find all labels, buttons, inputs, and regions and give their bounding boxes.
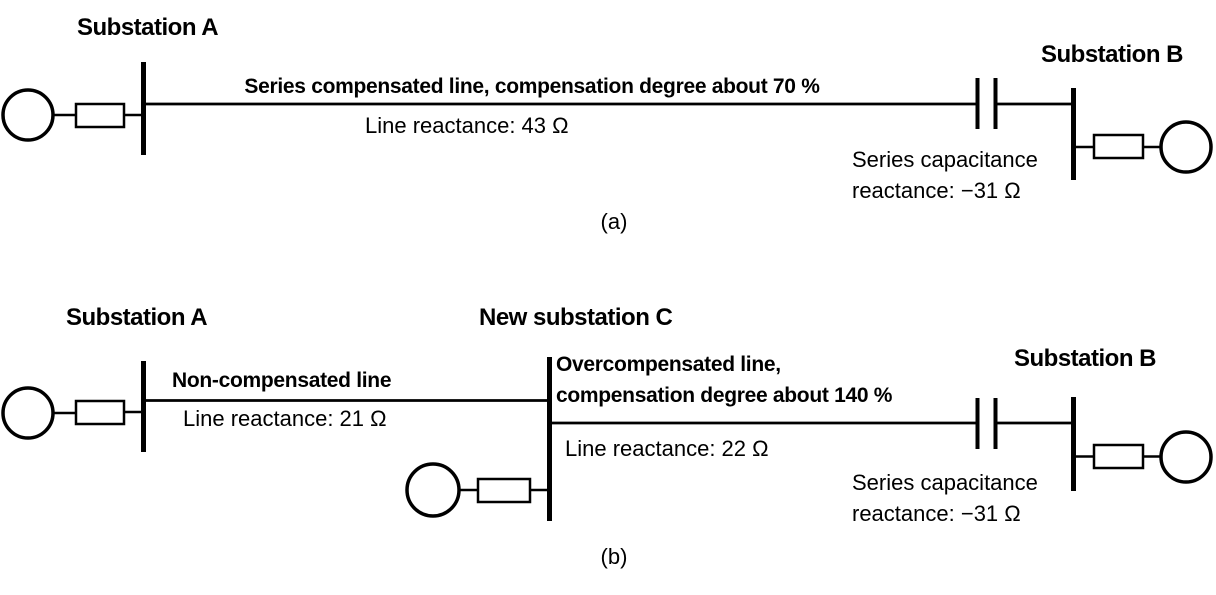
generator-circle-a-left (1, 88, 55, 142)
generator-circle-c (405, 462, 461, 518)
overcompensated-line2: compensation degree about 140 % (556, 384, 893, 407)
substation-a-title-b: Substation A (66, 304, 208, 331)
line-reactance-label-cb: Line reactance: 22 Ω (565, 436, 769, 461)
source-impedance-rect-a-left (74, 102, 126, 129)
subfigure-label-a: (a) (600, 209, 628, 234)
diagram-a-graphics (1, 62, 1213, 180)
series-capacitance-line1-a: Series capacitance (852, 147, 1038, 172)
generator-circle-a-right (1159, 120, 1213, 174)
source-impedance-rect-a-right (1092, 133, 1145, 160)
source-impedance-rect-b-left (74, 399, 126, 426)
substation-b-title-b: Substation B (1014, 345, 1157, 372)
non-compensated-line-label: Non-compensated line (172, 369, 392, 392)
source-impedance-rect-b-right (1092, 443, 1145, 470)
line-reactance-label-a: Line reactance: 43 Ω (365, 113, 569, 138)
series-capacitance-line2-a: reactance: −31 Ω (852, 178, 1021, 203)
compensated-line-label-a: Series compensated line, compensation de… (244, 75, 820, 98)
overcompensated-line1: Overcompensated line, (556, 353, 781, 376)
substation-a-title-a: Substation A (77, 14, 219, 41)
series-capacitance-label-a: Series capacitance reactance: −31 Ω (852, 144, 1038, 206)
generator-circle-b-left (1, 386, 55, 440)
overcompensated-line-label: Overcompensated line, compensation degre… (556, 349, 892, 411)
new-substation-c-title: New substation C (479, 304, 673, 331)
substation-b-title-a: Substation B (1041, 41, 1184, 68)
series-capacitance-line1-b: Series capacitance (852, 470, 1038, 495)
generator-circle-b-right (1159, 430, 1213, 484)
subfigure-label-b: (b) (600, 544, 628, 569)
series-capacitance-label-b: Series capacitance reactance: −31 Ω (852, 467, 1038, 529)
series-capacitance-line2-b: reactance: −31 Ω (852, 501, 1021, 526)
diagram-b-graphics (1, 357, 1213, 521)
source-impedance-rect-c (476, 477, 532, 504)
line-reactance-label-ac: Line reactance: 21 Ω (183, 406, 387, 431)
